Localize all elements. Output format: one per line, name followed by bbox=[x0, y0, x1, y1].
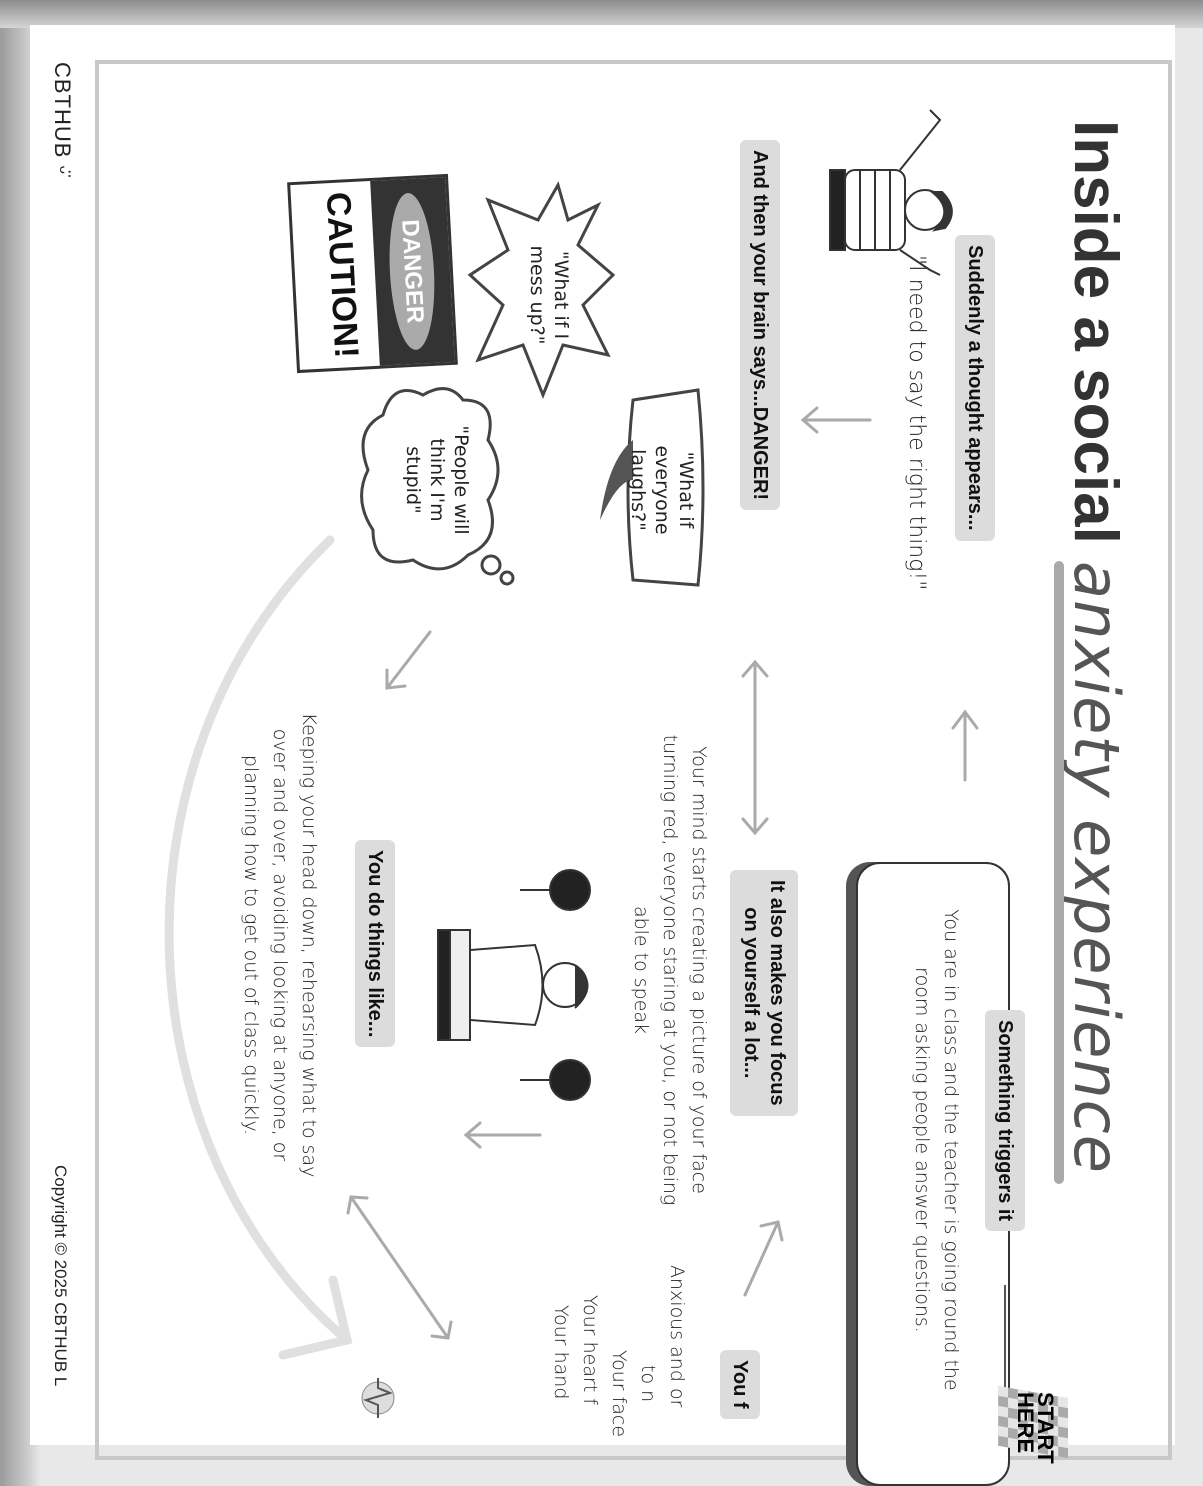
logo-text: CBTHUB bbox=[50, 62, 75, 159]
bubble-laughs: "What if everyone laughs?" bbox=[627, 445, 697, 535]
caution-sign: DANGER CAUTION! bbox=[287, 173, 458, 374]
person-illustration bbox=[829, 109, 953, 276]
danger-text: DANGER bbox=[386, 192, 439, 351]
cbthub-logo: CBTHUB ᵕ̈ bbox=[49, 62, 75, 175]
arrow-icon bbox=[800, 406, 872, 434]
danger-band: DANGER bbox=[370, 177, 455, 366]
arrow-icon bbox=[743, 1220, 784, 1297]
arrow-icon bbox=[463, 1121, 542, 1149]
speech-bubble bbox=[600, 388, 705, 587]
page-shadow-top bbox=[0, 0, 1203, 28]
rotated-worksheet: Inside a social anxiety experience Somet… bbox=[49, 60, 1172, 1486]
spotlight-person-illustration bbox=[437, 869, 591, 1101]
spotlight-icon bbox=[520, 1059, 591, 1101]
curved-arrow-icon bbox=[164, 535, 353, 1360]
double-arrow-icon bbox=[741, 659, 769, 836]
thought-cloud bbox=[360, 387, 515, 586]
bubble-stupid: "People will think I'm stupid" bbox=[402, 425, 472, 535]
spotlight-icon bbox=[520, 869, 591, 911]
bubble-mess-up: "What if I mess up?" bbox=[526, 245, 572, 345]
flow-arrows bbox=[164, 406, 979, 1360]
double-arrow-icon bbox=[346, 1195, 453, 1340]
burst-bubble bbox=[467, 181, 616, 400]
arrow-icon bbox=[385, 630, 432, 690]
copyright-text: Copyright © 2025 CBTHUB L bbox=[51, 1165, 70, 1387]
heart-rate-icon bbox=[361, 1378, 395, 1418]
caution-text: CAUTION! bbox=[318, 191, 366, 360]
arrow-icon bbox=[951, 709, 979, 782]
smile-icon: ᵕ̈ bbox=[50, 165, 75, 175]
